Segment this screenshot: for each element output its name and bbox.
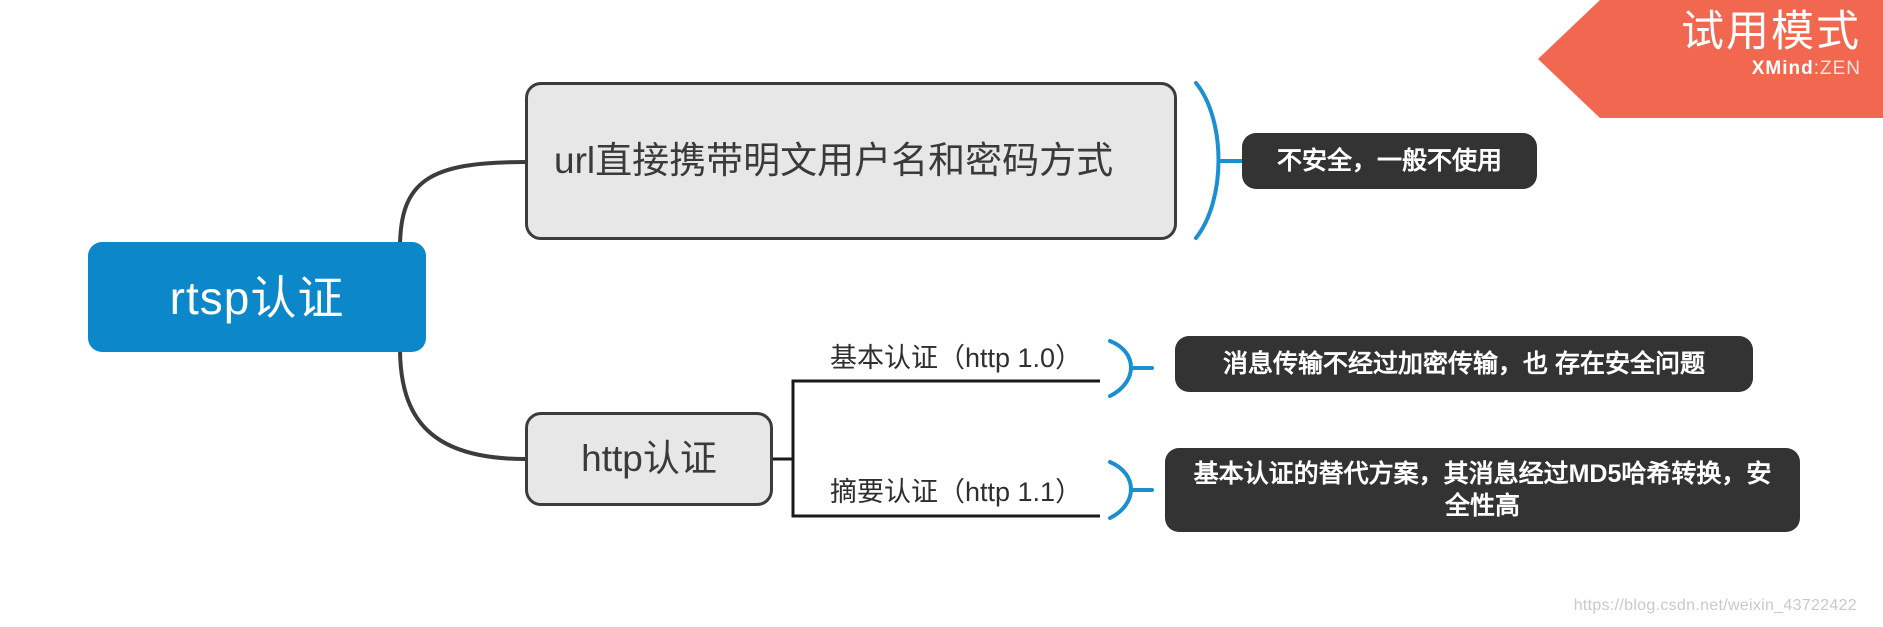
xmind-edition-label: ZEN	[1820, 58, 1861, 80]
bracket-url-note	[1194, 81, 1221, 240]
xmind-brand-label: XMind	[1751, 58, 1814, 80]
subtopic-basic-auth[interactable]: 基本认证（http 1.0）	[830, 336, 1082, 381]
bracket-digest-note	[1108, 460, 1133, 520]
watermark-url: https://blog.csdn.net/weixin_43722422	[1573, 597, 1857, 614]
topic-http-auth[interactable]: http认证	[525, 412, 773, 506]
subtopic-digest-auth[interactable]: 摘要认证（http 1.1）	[830, 470, 1082, 515]
root-node[interactable]: rtsp认证	[88, 242, 426, 352]
note-digest-auth[interactable]: 基本认证的替代方案，其消息经过MD5哈希转换，安全性高	[1165, 448, 1800, 532]
root-node-label: rtsp认证	[169, 272, 345, 324]
trial-mode-product: XMind:ZEN	[1538, 58, 1861, 80]
note-url-plaintext-label: 不安全，一般不使用	[1276, 146, 1502, 175]
note-url-plaintext[interactable]: 不安全，一般不使用	[1242, 133, 1537, 189]
bracket-basic-note	[1108, 339, 1133, 398]
subtopic-basic-auth-label: 基本认证（http 1.0）	[830, 343, 1083, 373]
topic-url-label: url直接携带明文用户名和密码方式	[554, 140, 1114, 182]
topic-url-plaintext[interactable]: url直接携带明文用户名和密码方式	[525, 82, 1177, 240]
connector-root-to-url	[398, 160, 527, 250]
trial-mode-banner[interactable]: 试用模式 XMind:ZEN	[1538, 0, 1883, 118]
connector-root-to-http	[398, 346, 527, 461]
xmind-separator: :	[1813, 58, 1820, 80]
note-basic-auth-label: 消息传输不经过加密传输，也 存在安全问题	[1223, 349, 1705, 378]
subtopic-digest-auth-label: 摘要认证（http 1.1）	[830, 477, 1083, 507]
topic-http-label: http认证	[581, 438, 717, 480]
note-basic-auth[interactable]: 消息传输不经过加密传输，也 存在安全问题	[1175, 336, 1753, 392]
note-digest-auth-label: 基本认证的替代方案，其消息经过MD5哈希转换，安全性高	[1193, 459, 1772, 521]
connector-http-to-basic	[773, 379, 1100, 461]
trial-mode-title: 试用模式	[1681, 8, 1861, 56]
